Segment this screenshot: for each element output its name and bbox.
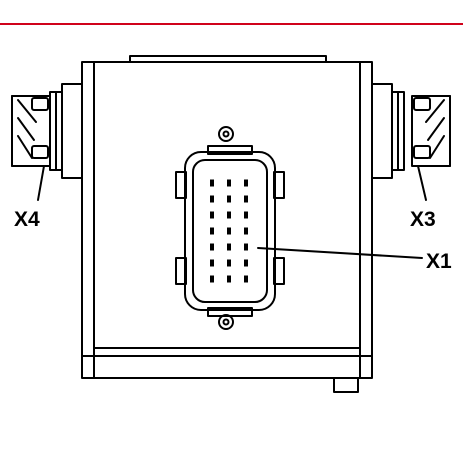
x1-pin-grid bbox=[210, 179, 248, 283]
x1-pin bbox=[210, 211, 214, 219]
x1-pin bbox=[244, 195, 248, 203]
label-x3: X3 bbox=[410, 208, 436, 231]
x1-pin bbox=[244, 275, 248, 283]
module-housing bbox=[81, 55, 373, 393]
x1-pin bbox=[210, 227, 214, 235]
x1-pin bbox=[227, 227, 231, 235]
x3-connector bbox=[371, 83, 451, 201]
x1-connector bbox=[175, 126, 285, 330]
x1-pin bbox=[227, 179, 231, 187]
x1-pin bbox=[210, 259, 214, 267]
x1-pin bbox=[210, 195, 214, 203]
x1-pin bbox=[244, 211, 248, 219]
x1-pin bbox=[227, 243, 231, 251]
x1-pin bbox=[227, 195, 231, 203]
x1-pin bbox=[244, 259, 248, 267]
x1-pin bbox=[210, 275, 214, 283]
x1-pin bbox=[244, 227, 248, 235]
x1-pin bbox=[210, 179, 214, 187]
x1-pin bbox=[210, 243, 214, 251]
label-x1: X1 bbox=[426, 250, 452, 273]
x1-leader-line bbox=[257, 247, 423, 259]
x4-connector bbox=[11, 83, 83, 201]
x1-pin bbox=[244, 179, 248, 187]
x1-pin bbox=[244, 243, 248, 251]
label-x4: X4 bbox=[14, 208, 40, 231]
x1-pin bbox=[227, 275, 231, 283]
x1-pin bbox=[227, 211, 231, 219]
x1-pin bbox=[227, 259, 231, 267]
